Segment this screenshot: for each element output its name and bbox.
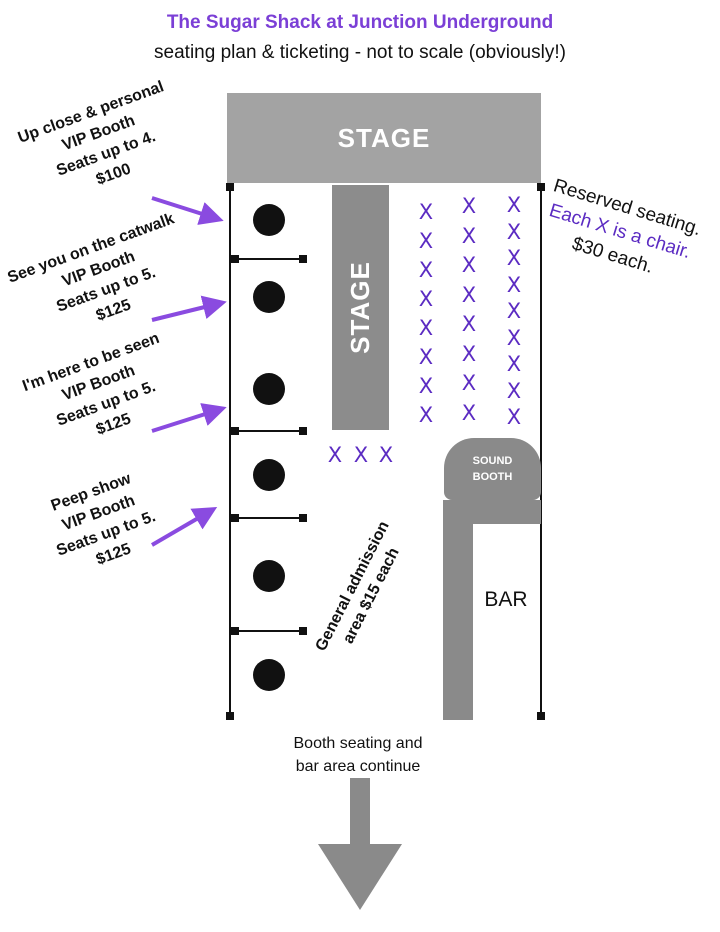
sound-booth-label-line1: SOUND bbox=[472, 455, 513, 467]
booth-4-description: Peep show VIP Booth Seats up to 5. $125 bbox=[0, 449, 209, 598]
left-wall bbox=[229, 187, 231, 717]
reserved-chair: X bbox=[418, 229, 434, 253]
reserved-chair: X bbox=[461, 194, 477, 218]
reserved-chair: X bbox=[506, 246, 522, 270]
reserved-chair: X bbox=[461, 253, 477, 277]
divider-end bbox=[299, 255, 307, 263]
down-arrow-icon bbox=[318, 778, 402, 910]
continue-note-line1: Booth seating and bbox=[293, 735, 423, 752]
reserved-chair: X bbox=[506, 219, 522, 244]
reserved-chair: X bbox=[506, 299, 522, 323]
divider-end bbox=[299, 427, 307, 435]
reserved-chair: X bbox=[506, 272, 522, 297]
reserved-chair: X bbox=[461, 371, 477, 395]
booth-1-description: Up close & personal VIP Booth Seats up t… bbox=[0, 68, 214, 221]
divider-end bbox=[299, 514, 307, 522]
wall-corner bbox=[537, 712, 545, 720]
booth-table bbox=[253, 659, 285, 691]
reserved-chair: X bbox=[418, 258, 434, 282]
divider-end bbox=[231, 514, 239, 522]
reserved-chair: X bbox=[353, 443, 369, 467]
reserved-chair: X bbox=[418, 345, 434, 369]
wall-corner bbox=[226, 183, 234, 191]
diagram-title: The Sugar Shack at Junction Underground bbox=[166, 12, 554, 33]
booth-2-arrow bbox=[151, 295, 227, 322]
catwalk-stage bbox=[332, 185, 389, 430]
booth-divider bbox=[233, 258, 303, 260]
reserved-chair: X bbox=[418, 287, 434, 311]
reserved-seating-note: Reserved seating. Each X is a chair. $30… bbox=[518, 168, 720, 295]
reserved-chair: X bbox=[461, 312, 477, 336]
divider-end bbox=[299, 627, 307, 635]
right-wall bbox=[540, 183, 542, 717]
divider-end bbox=[231, 627, 239, 635]
reserved-chair: X bbox=[461, 282, 477, 307]
reserved-chair: X bbox=[506, 352, 522, 376]
reserved-chair: X bbox=[327, 443, 343, 467]
booth-divider bbox=[233, 517, 303, 519]
general-admission-label: General admission area $15 each bbox=[298, 492, 426, 689]
divider-end bbox=[231, 427, 239, 435]
reserved-chair: X bbox=[378, 443, 394, 467]
main-stage: STAGE bbox=[227, 93, 541, 183]
booth-table bbox=[253, 373, 285, 405]
wall-corner bbox=[226, 712, 234, 720]
reserved-chair: X bbox=[506, 405, 522, 429]
sound-booth-label-line2: BOOTH bbox=[472, 471, 513, 483]
reserved-chair: X bbox=[418, 374, 434, 398]
booth-divider bbox=[233, 630, 303, 632]
continue-note-line2: bar area continue bbox=[295, 758, 421, 775]
reserved-chair: X bbox=[461, 223, 477, 248]
catwalk-stage-label: STAGE bbox=[345, 261, 376, 354]
reserved-chair: X bbox=[418, 200, 434, 224]
booth-divider bbox=[233, 430, 303, 432]
main-stage-label: STAGE bbox=[337, 122, 431, 153]
bar-counter-side bbox=[443, 500, 473, 720]
catwalk-stage-label-wrap: STAGE bbox=[332, 185, 389, 430]
wall-corner bbox=[537, 183, 545, 191]
divider-end bbox=[231, 255, 239, 263]
booth-table bbox=[253, 204, 285, 236]
reserved-chair: X bbox=[506, 193, 522, 217]
bar-label: BAR bbox=[484, 588, 528, 611]
reserved-chair: X bbox=[418, 403, 434, 427]
reserved-chair: X bbox=[506, 325, 522, 350]
diagram-subtitle: seating plan & ticketing - not to scale … bbox=[154, 42, 566, 63]
reserved-chair: X bbox=[461, 400, 477, 425]
reserved-chair: X bbox=[418, 316, 434, 340]
reserved-chair: X bbox=[506, 378, 522, 403]
sound-booth: SOUND BOOTH bbox=[444, 438, 541, 500]
booth-table bbox=[253, 560, 285, 592]
booth-table bbox=[253, 459, 285, 491]
continue-note: Booth seating and bar area continue bbox=[258, 732, 458, 778]
booth-table bbox=[253, 281, 285, 313]
reserved-chair: X bbox=[461, 341, 477, 366]
